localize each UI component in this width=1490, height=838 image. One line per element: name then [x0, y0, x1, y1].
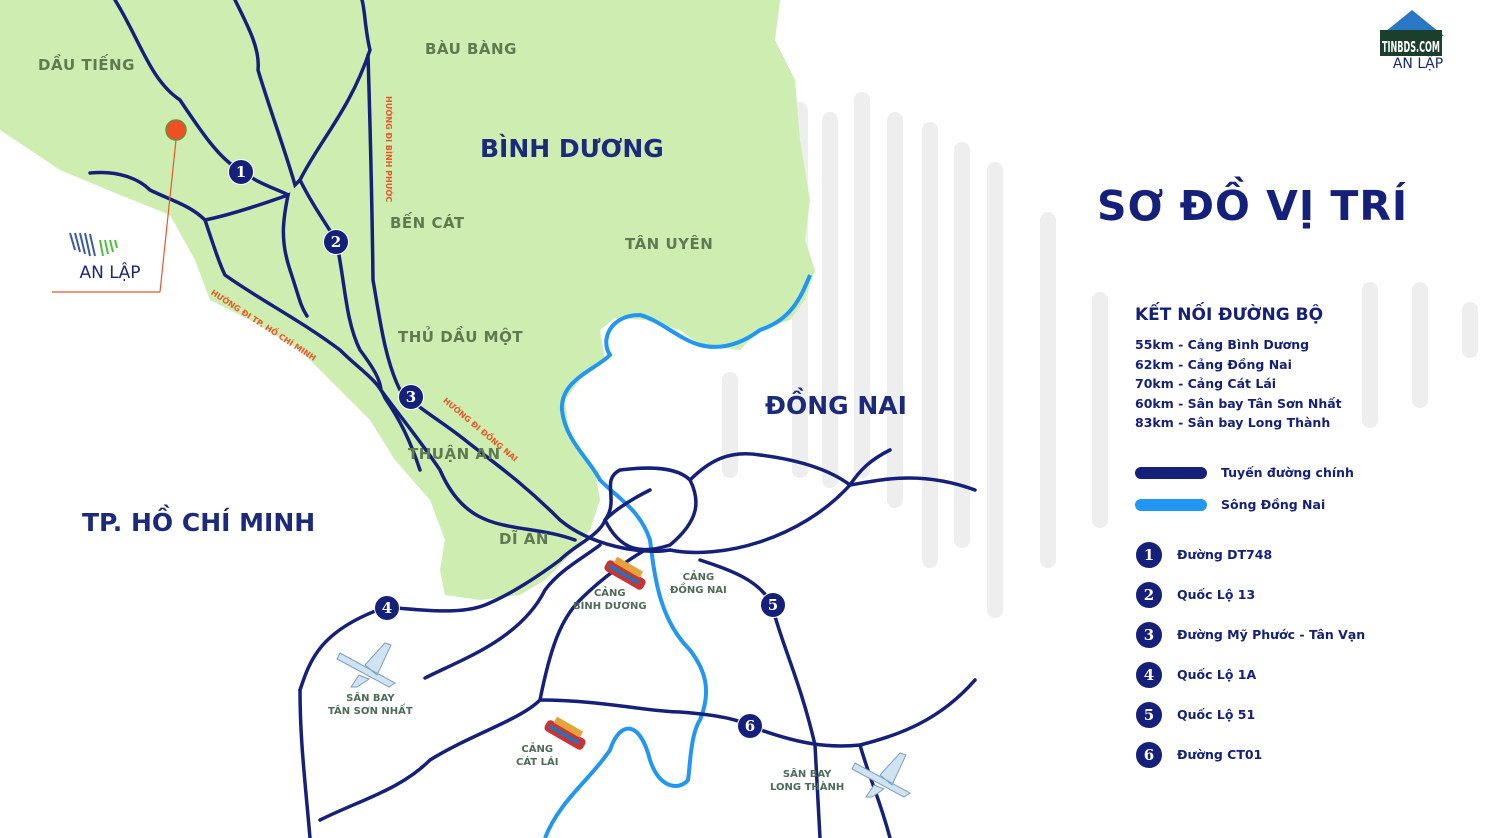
legend-river: Sông Đồng Nai [1135, 489, 1365, 521]
road-badge-2: 2 [323, 229, 349, 255]
poi-cang-binh-duong: CẢNG BÌNH DƯƠNG [573, 587, 647, 613]
place-ben-cat: BẾN CÁT [390, 214, 465, 232]
poi-cang-cat-lai: CẢNG CÁT LÁI [516, 743, 558, 769]
legend-heading: KẾT NỐI ĐƯỜNG BỘ [1135, 305, 1324, 325]
place-thuan-an: THUẬN AN [408, 445, 501, 463]
an-lap-project-logo: AN LẬP [55, 228, 165, 294]
road-badge-3: 3 [398, 384, 424, 410]
road-number-badge: 1 [1135, 540, 1163, 569]
tinbds-watermark-logo: TINBDS.COM AN LẬP [1362, 4, 1474, 74]
poi-line: CẢNG [593, 588, 626, 599]
legend-road-label: Quốc Lộ 51 [1177, 707, 1256, 722]
poi-san-bay-tan-son-nhat: SÂN BAY TÂN SƠN NHẤT [328, 692, 413, 718]
place-tan-uyen: TÂN UYÊN [625, 235, 714, 253]
road-badge-4: 4 [374, 595, 400, 621]
svg-text:AN LẬP: AN LẬP [1393, 54, 1443, 72]
place-thu-dau-mot: THỦ DẦU MỘT [398, 328, 524, 346]
distance-item: 60km - Sân bay Tân Sơn Nhất [1135, 395, 1342, 411]
svg-text:TINBDS.COM: TINBDS.COM [1382, 38, 1440, 56]
road-badge-5: 5 [760, 592, 786, 618]
poi-line: SÂN BAY [782, 769, 832, 780]
legend-road-4: 4 Quốc Lộ 1A [1135, 655, 1365, 695]
legend-road-label: Quốc Lộ 13 [1177, 587, 1256, 602]
distance-item: 83km - Sân bay Long Thành [1135, 415, 1331, 430]
legend-road-label: Quốc Lộ 1A [1177, 667, 1257, 682]
legend-road-6: 6 Đường CT01 [1135, 735, 1365, 775]
road-badge-6: 6 [737, 713, 763, 739]
svg-text:AN LẬP: AN LẬP [79, 261, 140, 283]
river-swatch [1135, 498, 1207, 511]
legend-label: Sông Đồng Nai [1221, 497, 1326, 512]
poi-line: CẢNG [682, 572, 715, 583]
binh-duong-region [0, 0, 815, 600]
legend-road-5: 5 Quốc Lộ 51 [1135, 695, 1365, 735]
page-title: SƠ ĐỒ VỊ TRÍ [1097, 182, 1409, 230]
poi-line: SÂN BAY [346, 693, 395, 704]
place-bau-bang: BÀU BÀNG [425, 40, 517, 58]
legend-road-1: 1 Đường DT748 [1135, 535, 1365, 575]
road-number-badge: 5 [1135, 700, 1163, 729]
place-di-an: DĨ AN [499, 530, 549, 548]
main-road-swatch [1135, 466, 1207, 479]
road-badge-1: 1 [228, 159, 254, 185]
legend-road-label: Đường DT748 [1177, 547, 1273, 562]
ship-icon [604, 556, 646, 590]
place-dau-tieng: DẦU TIẾNG [38, 56, 135, 74]
poi-cang-dong-nai: CẢNG ĐỒNG NAI [670, 571, 727, 597]
distance-item: 62km - Cảng Đồng Nai [1135, 356, 1292, 372]
road-number-badge: 2 [1135, 580, 1163, 609]
road-number-badge: 6 [1135, 740, 1163, 769]
distance-item: 70km - Cảng Cát Lái [1135, 376, 1277, 391]
legend-main-road: Tuyến đường chính [1135, 457, 1365, 489]
region-hcm: TP. HỒ CHÍ MINH [82, 508, 316, 537]
legend-road-3: 3 Đường Mỹ Phước - Tân Vạn [1135, 615, 1365, 655]
dong-nai-river [543, 274, 812, 838]
poi-line: ĐỒNG NAI [670, 585, 727, 596]
region-binh-duong: BÌNH DƯƠNG [480, 134, 664, 163]
distance-item: 55km - Cảng Bình Dương [1135, 337, 1310, 352]
direction-binh-phuoc: HƯỚNG ĐI BÌNH PHƯỚC [384, 96, 393, 203]
region-dong-nai: ĐỒNG NAI [765, 391, 907, 420]
road-number-badge: 3 [1135, 620, 1163, 649]
poi-line: TÂN SƠN NHẤT [328, 706, 413, 717]
legend-road-2: 2 Quốc Lộ 13 [1135, 575, 1365, 615]
airplane-icon [336, 642, 396, 688]
project-location-marker [52, 119, 187, 293]
legend-road-label: Đường CT01 [1177, 747, 1263, 762]
legend-road-label: Đường Mỹ Phước - Tân Vạn [1177, 627, 1366, 642]
ship-icon [544, 716, 586, 750]
poi-line: CÁT LÁI [516, 757, 559, 768]
poi-line: BÌNH DƯƠNG [573, 601, 647, 612]
poi-line: LONG THÀNH [770, 782, 845, 793]
poi-san-bay-long-thanh: SÂN BAY LONG THÀNH [770, 768, 844, 794]
airplane-icon [851, 752, 911, 798]
legend-label: Tuyến đường chính [1221, 465, 1354, 480]
poi-line: CẢNG [521, 744, 554, 755]
road-number-badge: 4 [1135, 660, 1163, 689]
legend: KẾT NỐI ĐƯỜNG BỘ 55km - Cảng Bình Dương … [1135, 305, 1365, 775]
